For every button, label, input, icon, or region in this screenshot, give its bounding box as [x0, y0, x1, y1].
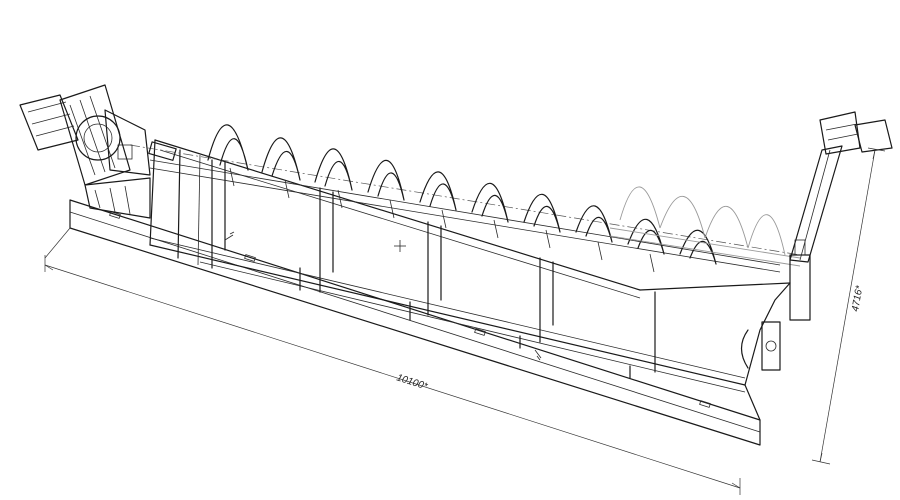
- height-dimension-label: 4716*: [850, 284, 866, 313]
- screw-shaft: [149, 159, 781, 266]
- lifting-mechanism: [740, 111, 893, 371]
- trough-body: [149, 139, 791, 421]
- spiral-flights: [207, 124, 717, 273]
- drive-motor: [19, 84, 177, 219]
- dimension-length: [44, 227, 741, 495]
- shaft-centerline: [129, 144, 801, 256]
- dimension-height: [811, 147, 886, 465]
- length-dimension-label: 10100*: [395, 372, 430, 392]
- raised-spiral-outline: [609, 186, 801, 267]
- base-frame: [69, 199, 761, 446]
